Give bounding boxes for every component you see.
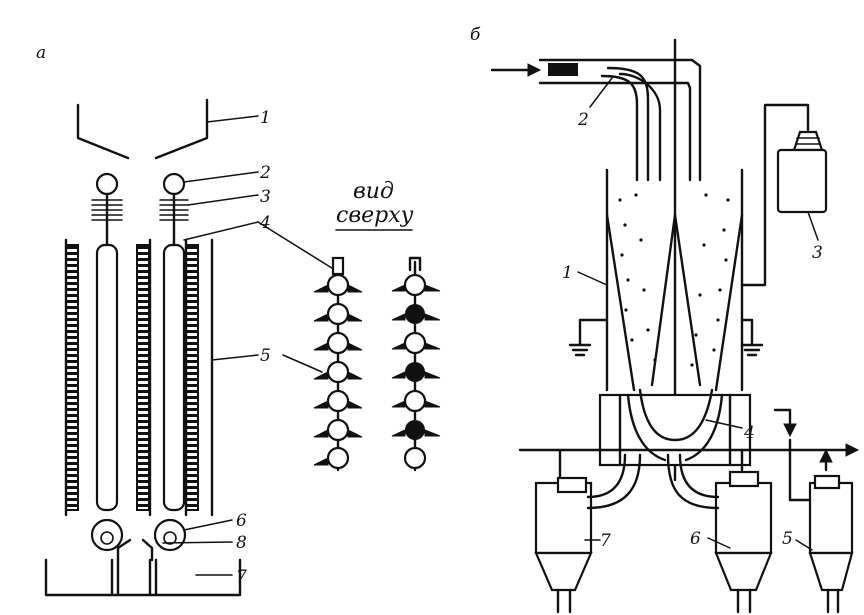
callout-b-3: 3: [812, 243, 823, 263]
callout-b-1: 1: [562, 263, 573, 283]
callout-3: 3: [260, 187, 271, 207]
electrode-right: [153, 172, 214, 552]
callout-b-4: 4: [743, 423, 755, 443]
separator-chamber: [568, 103, 810, 392]
distribution-box: [518, 388, 860, 467]
callout-4: 4: [259, 213, 271, 233]
callout-6: 6: [236, 511, 247, 531]
callout-8: 8: [236, 533, 247, 553]
callout-b-6: 6: [690, 529, 701, 549]
panel-a-leaders: [162, 115, 336, 576]
particle-stream: [618, 193, 730, 367]
top-view-chain-left: [313, 256, 363, 472]
callout-2: 2: [259, 163, 271, 183]
top-view-chain-right: [391, 256, 441, 472]
view-label-line2: сверху: [336, 203, 414, 228]
callout-5: 5: [260, 346, 271, 366]
callout-b-5: 5: [782, 529, 793, 549]
cyclone-7: [534, 448, 642, 614]
callout-b-2: 2: [577, 110, 589, 130]
panel-b: б: [470, 25, 860, 614]
callout-b-7: 7: [600, 531, 611, 551]
callout-1: 1: [260, 108, 271, 128]
panel-a-callouts: 1 2 3 4 5 6 8 7: [236, 108, 271, 587]
cyclone-6: [666, 448, 773, 614]
feed-inlet: [490, 58, 702, 182]
panel-a: а: [36, 43, 441, 597]
electrode-left: [64, 172, 152, 552]
cyclone-5: [788, 438, 854, 614]
panel-a-title: а: [36, 43, 46, 63]
panel-b-title: б: [470, 25, 481, 45]
panel-b-callouts: 2 3 1 4 7 6 5: [562, 110, 823, 551]
callout-7: 7: [236, 567, 247, 587]
power-supply-unit: [776, 130, 828, 214]
collector-tray: [44, 538, 242, 597]
panel-b-leaders: [577, 77, 819, 551]
feed-hopper: [76, 98, 209, 160]
view-label-line1: вид: [353, 179, 394, 204]
